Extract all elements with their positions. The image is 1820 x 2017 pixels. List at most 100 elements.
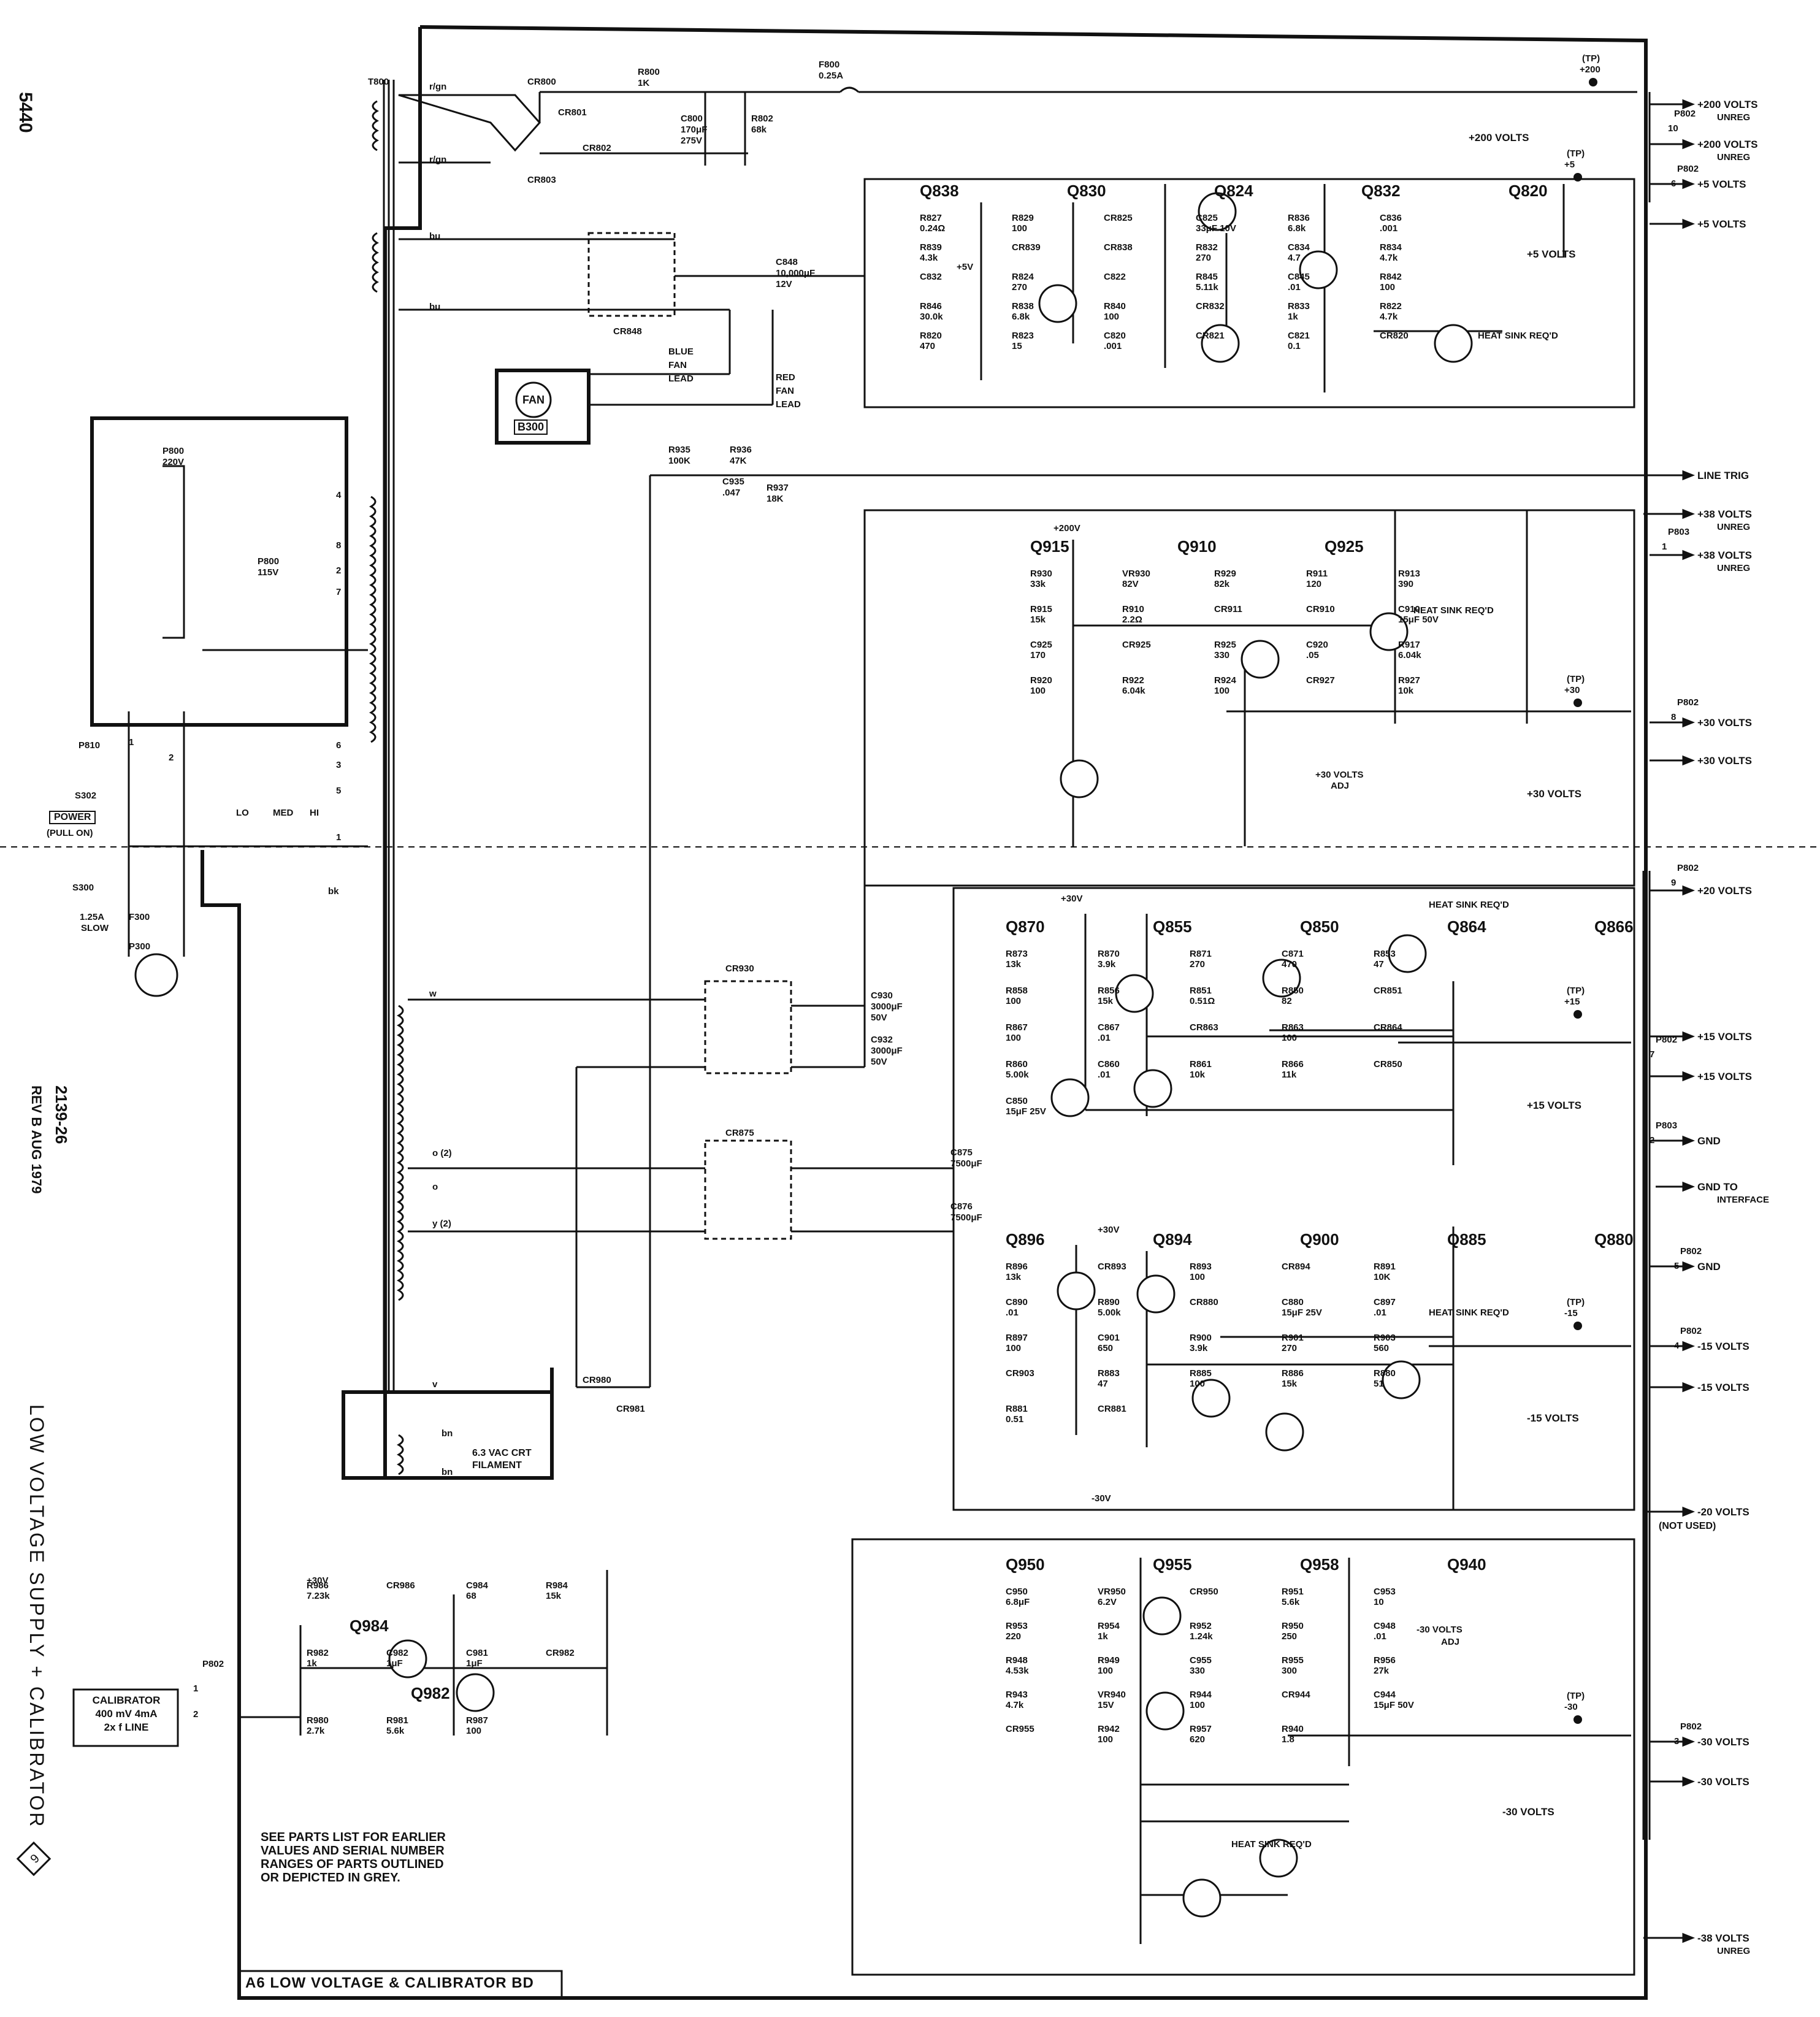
sec30v-part-value: 100	[1214, 686, 1229, 696]
part-ref: R802	[751, 113, 773, 124]
secm15v-part-value: 15μF 25V	[1282, 1307, 1322, 1318]
sec5v-part-ref: R845	[1196, 272, 1218, 282]
secm30v-part-value: 27k	[1374, 1666, 1390, 1676]
sec15v-part-ref: R860	[1006, 1059, 1028, 1070]
output-sublabel: UNREG	[1717, 563, 1750, 573]
side-title-text: LOW VOLTAGE SUPPLY + CALIBRATOR	[26, 1404, 48, 1829]
sec30v-part-value: 15μF 50V	[1398, 614, 1439, 625]
fan-box	[495, 369, 591, 445]
sec5v-part-ref: R846	[920, 301, 942, 312]
secm15v-part-ref: R903	[1374, 1333, 1396, 1343]
tap-number: 8	[336, 540, 341, 551]
output-sublabel: UNREG	[1717, 152, 1750, 163]
calibrator-frequency: 2x f LINE	[104, 1721, 149, 1733]
connector-pin: 9	[1671, 878, 1676, 888]
side-title: LOW VOLTAGE SUPPLY + CALIBRATOR 6	[16, 1404, 52, 1877]
cal-part-ref: R982	[307, 1648, 329, 1658]
secm30v-part-value: 4.7k	[1006, 1700, 1024, 1710]
heat-sink-note: HEAT SINK REQ'D	[1413, 605, 1494, 616]
filament-line: FILAMENT	[472, 1460, 522, 1471]
output-sublabel: INTERFACE	[1717, 1195, 1769, 1205]
page-number: 5440	[15, 92, 36, 133]
secm30v-part-ref: R955	[1282, 1655, 1304, 1666]
parts-note: SEE PARTS LIST FOR EARLIER VALUES AND SE…	[261, 1831, 446, 1885]
main-cap-value: 10,000μF	[776, 268, 815, 278]
secm15v-part-ref: CR903	[1006, 1368, 1034, 1379]
sec5v-part-ref: CR838	[1104, 242, 1133, 253]
sec15v-part-ref: R873	[1006, 949, 1028, 959]
secm30v-part-ref: R953	[1006, 1621, 1028, 1631]
sec5v-transistor: Q838	[920, 182, 959, 200]
sec15v-part-ref: C850	[1006, 1096, 1028, 1106]
adjust-label: -30 VOLTS	[1417, 1625, 1462, 1635]
test-point-label: (TP)	[1567, 674, 1585, 684]
output-arrow-icon	[1682, 218, 1696, 229]
secm30v-part-value: 1k	[1098, 1631, 1108, 1642]
secm15v-part-ref: R890	[1098, 1297, 1120, 1307]
main-cap-value: 3000μF	[871, 1001, 903, 1012]
output-label: GND TO	[1697, 1181, 1738, 1193]
cal-part-value: 7.23k	[307, 1591, 330, 1601]
sec5v-part-ref: CR832	[1196, 301, 1225, 312]
main-cap-ref: C876	[950, 1201, 973, 1212]
sec5v-part-value: 1k	[1288, 312, 1298, 322]
cal-transistor: Q984	[350, 1617, 389, 1635]
sec5v-part-value: 4.3k	[920, 253, 938, 263]
red-fan-lead: LEAD	[776, 399, 801, 410]
connector-pin: 8	[1671, 712, 1676, 722]
secm30v-transistor: Q950	[1006, 1555, 1045, 1574]
primary-wiring	[128, 465, 368, 997]
sec30v-part-value: 33k	[1030, 579, 1046, 589]
secm15v-part-ref: R897	[1006, 1333, 1028, 1343]
secm15v-part-value: 100	[1190, 1379, 1205, 1389]
cal-part-ref: CR982	[546, 1648, 575, 1658]
sec30v-part-value: 330	[1214, 650, 1229, 660]
sec5v-part-ref: R842	[1380, 272, 1402, 282]
voltage-select-med: MED	[273, 808, 294, 818]
sec15v-part-ref: C867	[1098, 1022, 1120, 1033]
sec30v-part-value: 120	[1306, 579, 1321, 589]
power-switch-label: POWER	[49, 811, 96, 824]
sec15v-part-ref: R863	[1282, 1022, 1304, 1033]
plug-ref: P300	[129, 941, 150, 952]
test-point-icon	[1589, 78, 1597, 86]
sec5v-part-ref: R823	[1012, 331, 1034, 341]
output-arrow-icon	[1682, 1071, 1696, 1082]
secm30v-part-value: 4.53k	[1006, 1666, 1029, 1676]
part-value: 68k	[751, 124, 767, 135]
sec5v-part-value: 30.0k	[920, 312, 943, 322]
board-label: A6 LOW VOLTAGE & CALIBRATOR BD	[245, 1975, 534, 1991]
winding-label: o (2)	[432, 1148, 452, 1158]
secm30v-part-ref: VR940	[1098, 1690, 1126, 1700]
secm15v-part-value: 47	[1098, 1379, 1108, 1389]
not-used-note: (NOT USED)	[1659, 1521, 1716, 1531]
sec5v-part-ref: R836	[1288, 213, 1310, 223]
output-label: GND	[1697, 1261, 1721, 1273]
sec30v-part-value: 6.04k	[1398, 650, 1421, 660]
output-label: +20 VOLTS	[1697, 885, 1752, 897]
calibrator-box	[72, 1688, 179, 1747]
sec5v-part-value: 33μF 10V	[1196, 223, 1236, 234]
sec5v-part-value: 4.7k	[1380, 253, 1398, 263]
section-m30v-box	[851, 1538, 1635, 1976]
sec5v-part-value: 100	[1380, 282, 1395, 293]
part-ref: CR981	[616, 1404, 645, 1414]
blue-fan-lead: BLUE	[668, 346, 694, 357]
sec5v-part-value: .001	[1104, 341, 1122, 351]
connector-ref: P802	[1677, 863, 1699, 873]
output-label: -38 VOLTS	[1697, 1932, 1749, 1944]
main-cap-ref: C875	[950, 1147, 973, 1158]
sec30v-part-ref: R917	[1398, 640, 1420, 650]
test-point-value: -30	[1564, 1702, 1578, 1712]
local-rail-label: +200 VOLTS	[1469, 132, 1529, 144]
sec5v-part-ref: R834	[1380, 242, 1402, 253]
secm30v-part-value: 15V	[1098, 1700, 1114, 1710]
sec5v-part-ref: C822	[1104, 272, 1126, 282]
secm30v-part-ref: R952	[1190, 1621, 1212, 1631]
output-arrow-icon	[1682, 1506, 1696, 1517]
secm30v-part-ref: VR950	[1098, 1586, 1126, 1597]
doc-number: 2139-26	[52, 1085, 71, 1144]
parts-note-line: RANGES OF PARTS OUTLINED	[261, 1858, 444, 1871]
